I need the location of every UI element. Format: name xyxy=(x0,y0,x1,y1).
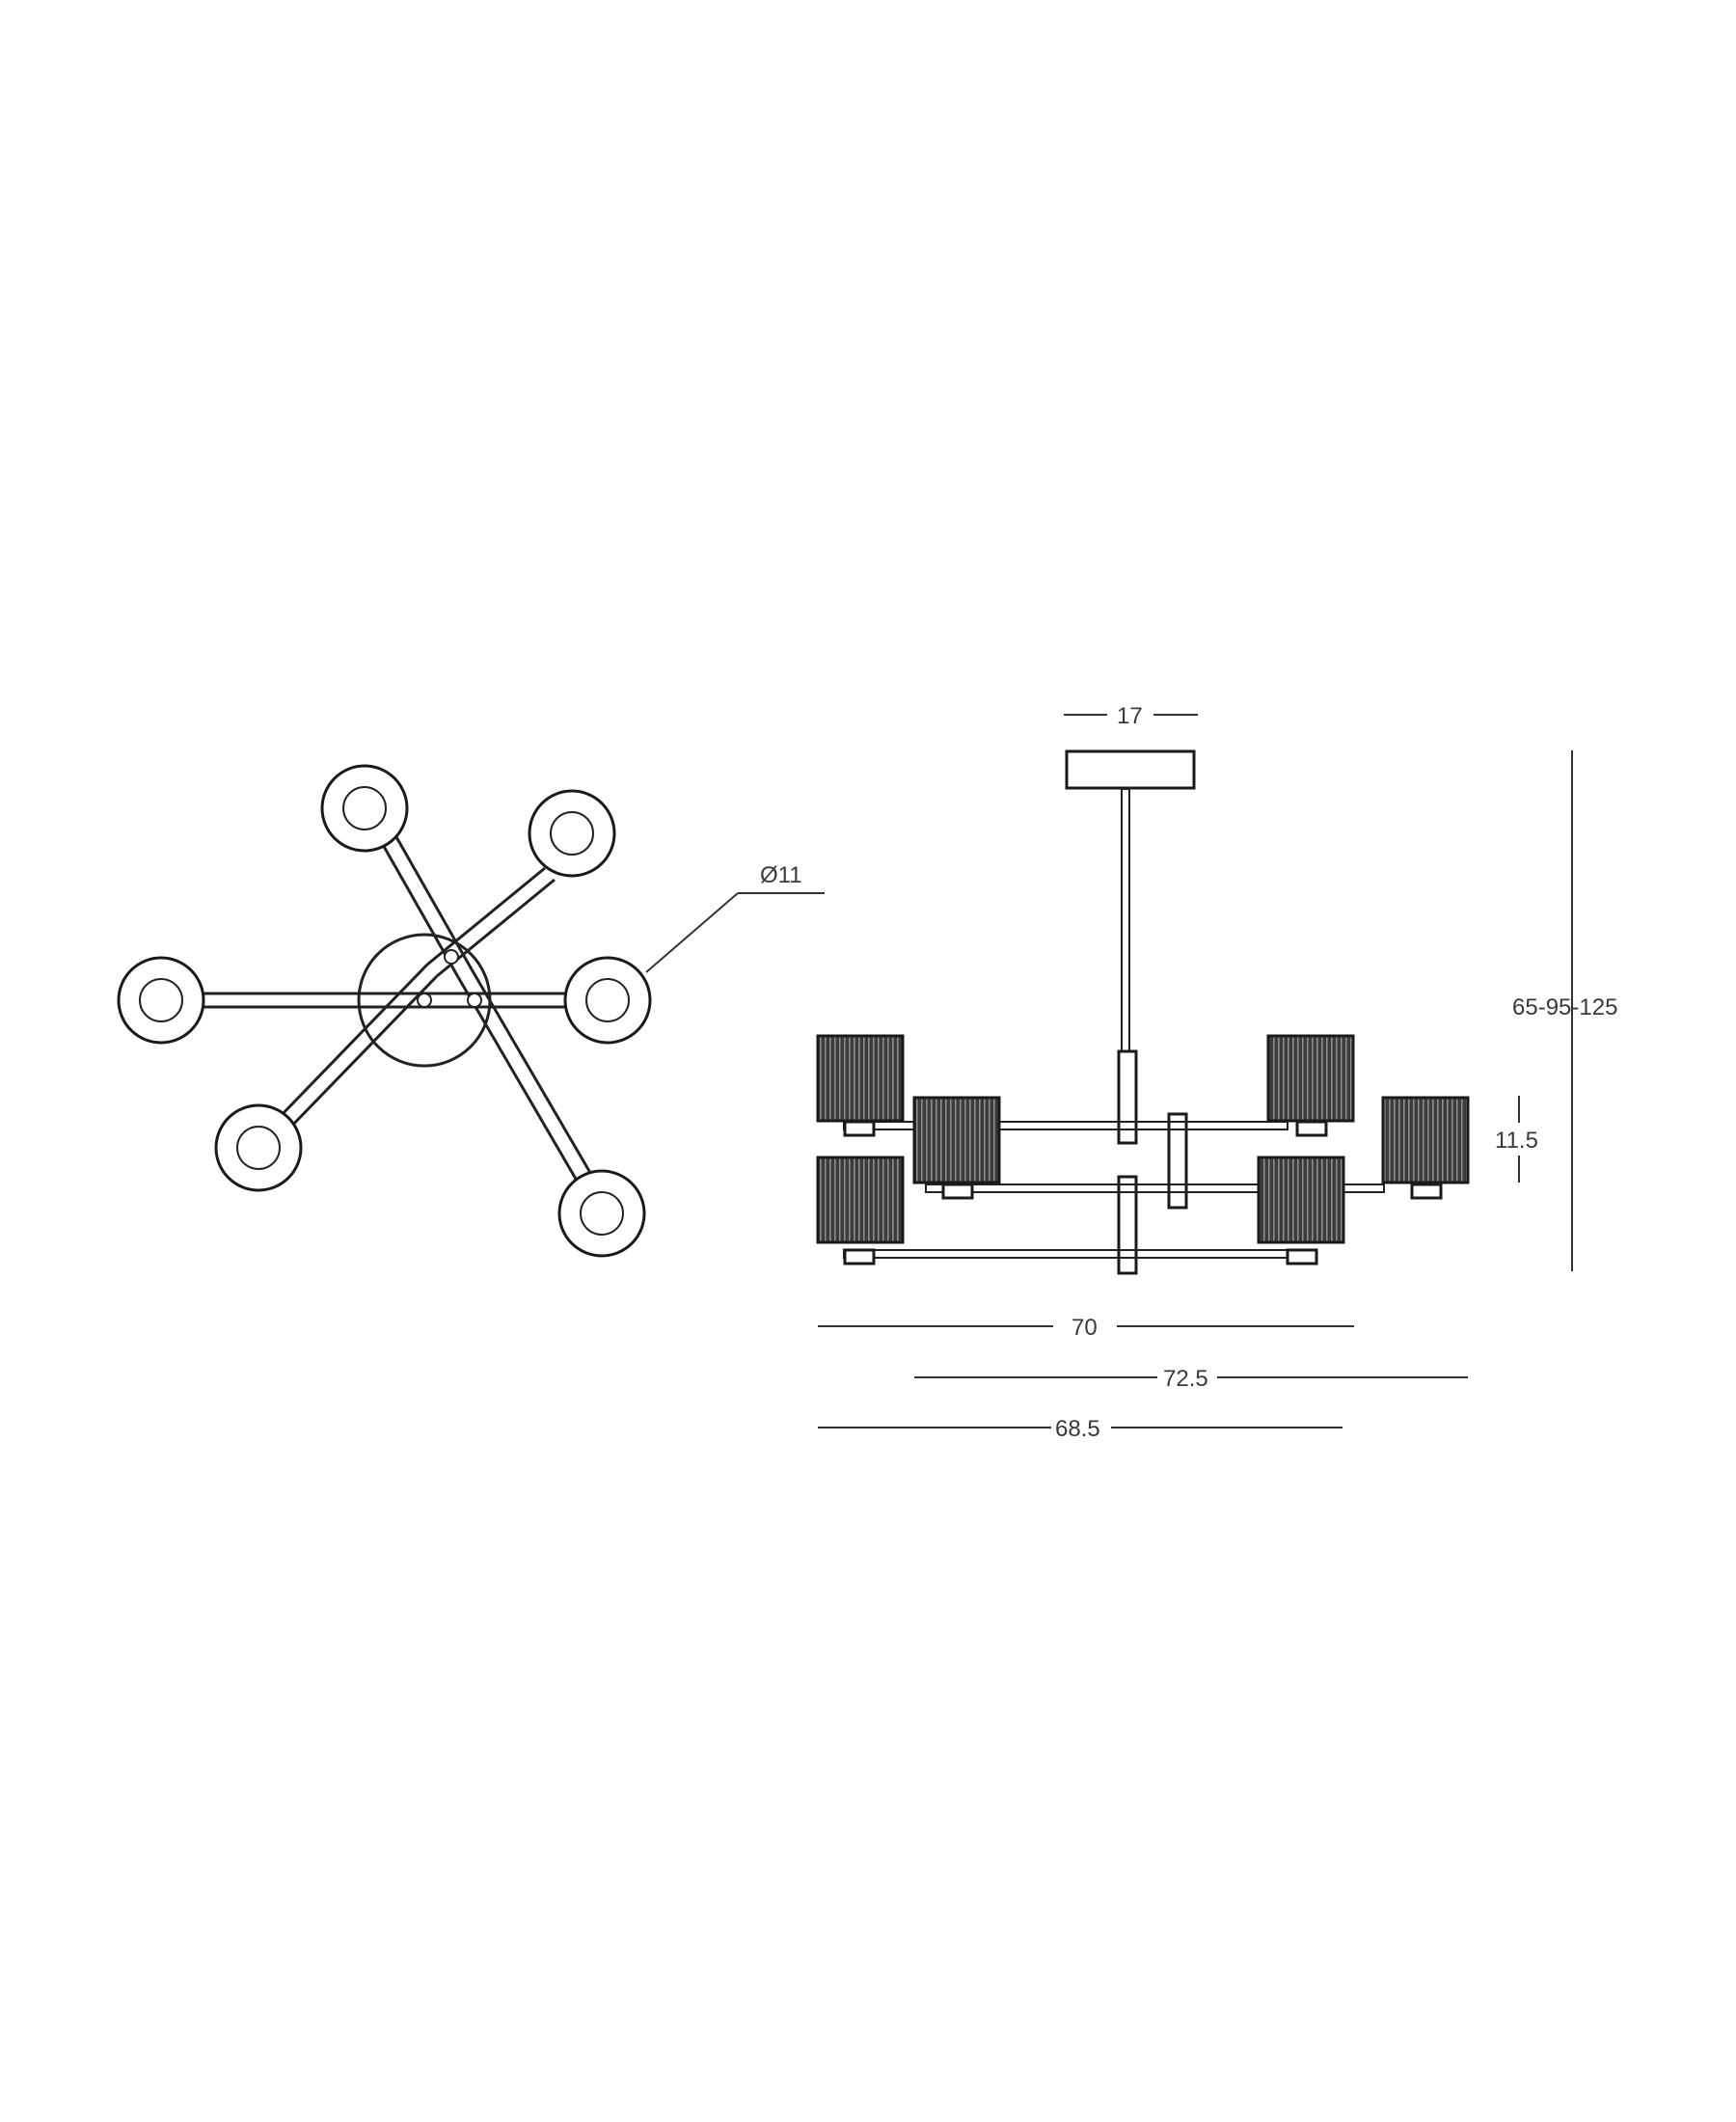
diameter-label: Ø11 xyxy=(760,862,802,888)
joint xyxy=(417,993,432,1008)
width-dimension-2: 72.5 xyxy=(914,1366,1468,1392)
lamp-shade xyxy=(816,1034,905,1137)
arm-upper-left xyxy=(393,834,474,970)
width-label-2: 72.5 xyxy=(1163,1366,1208,1392)
width-label-3: 68.5 xyxy=(1055,1416,1100,1442)
width-label-1: 70 xyxy=(1071,1315,1098,1341)
arm-upper-right xyxy=(426,866,546,966)
canopy-width-label: 17 xyxy=(1117,703,1143,729)
lamp-shade xyxy=(912,1096,1001,1200)
shade-ring xyxy=(557,1169,646,1258)
center-connector-upper xyxy=(1117,1049,1138,1145)
joint xyxy=(444,949,459,965)
arm-lower-right xyxy=(470,968,595,1179)
arm-bar-upper xyxy=(843,1121,1288,1130)
width-dimension-1: 70 xyxy=(818,1315,1354,1341)
side-view: 17 xyxy=(816,703,1617,1442)
top-view: Ø11 xyxy=(117,764,825,1258)
total-height-label: 65-95-125 xyxy=(1512,994,1617,1020)
lamp-shade xyxy=(816,1156,905,1265)
center-connector-middle xyxy=(1167,1112,1188,1210)
shade-height-label: 11.5 xyxy=(1495,1128,1538,1154)
arm-bar-middle xyxy=(925,1183,1385,1193)
arm-bar-lower xyxy=(843,1249,1288,1259)
suspension-rod xyxy=(1121,788,1130,1052)
arm-lower-right xyxy=(456,976,582,1186)
shade-ring xyxy=(563,956,652,1045)
shade-ring xyxy=(320,764,409,853)
lamp-shade xyxy=(1381,1096,1470,1200)
shade-ring xyxy=(117,956,205,1045)
shade-ring xyxy=(214,1103,303,1192)
ceiling-canopy xyxy=(1065,749,1196,790)
shade-ring xyxy=(528,789,616,878)
joint xyxy=(467,993,482,1008)
arm-lower-left xyxy=(276,963,429,1121)
lamp-shade xyxy=(1257,1156,1345,1265)
width-dimension-3: 68.5 xyxy=(818,1416,1343,1442)
arm-lower-left xyxy=(285,974,439,1132)
diameter-callout: Ø11 xyxy=(645,862,825,973)
lamp-shade xyxy=(1266,1034,1355,1137)
